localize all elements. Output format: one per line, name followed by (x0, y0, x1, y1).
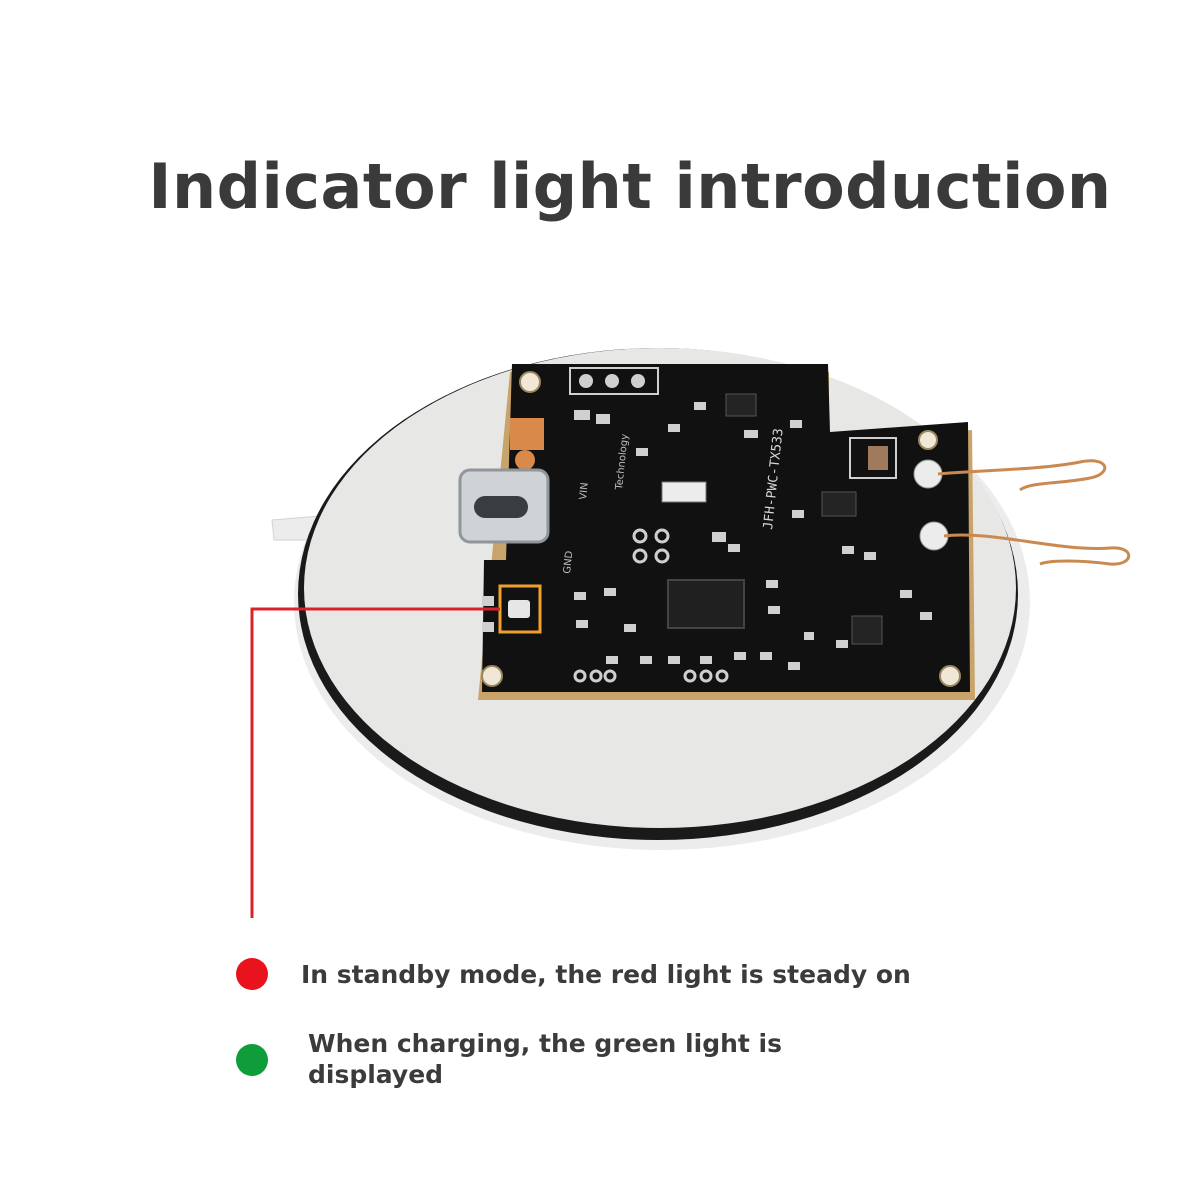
via (654, 548, 670, 564)
smd (668, 656, 680, 664)
chip (725, 393, 757, 417)
green-light-dot (236, 1044, 268, 1076)
copper-via (515, 450, 535, 470)
smd (640, 656, 652, 664)
smd (700, 656, 712, 664)
coil-wire (937, 459, 1107, 492)
smd (596, 414, 610, 424)
smd (728, 544, 740, 552)
chip (851, 615, 883, 645)
coil-solder-pad (919, 521, 949, 551)
chip (821, 491, 857, 517)
smd (788, 662, 800, 670)
smd (768, 606, 780, 614)
via (632, 528, 648, 544)
smd (624, 624, 636, 632)
smd (734, 652, 746, 660)
callout-line (250, 607, 500, 918)
mount-hole (939, 665, 961, 687)
via (573, 669, 587, 683)
usb-c-port (474, 496, 528, 518)
page-title: Indicator light introduction (148, 150, 1112, 223)
red-light-dot (236, 958, 268, 990)
mount-hole (481, 665, 503, 687)
silkscreen-vin-text: VIN (578, 482, 591, 500)
coil-solder-pad (913, 459, 943, 489)
via (603, 669, 617, 683)
legend-text-standby: In standby mode, the red light is steady… (301, 960, 911, 989)
header-outline (569, 367, 659, 395)
pad (849, 437, 897, 479)
smd (604, 588, 616, 596)
coil-wire (943, 533, 1131, 566)
smd (792, 510, 804, 518)
header-pin (631, 374, 645, 388)
smd (790, 420, 802, 428)
smd (766, 580, 778, 588)
smd (606, 656, 618, 664)
led-pad (482, 622, 494, 632)
via (699, 669, 713, 683)
silkscreen-vin: VIN (578, 482, 591, 500)
smd (900, 590, 912, 598)
resistor (661, 481, 707, 503)
smd (636, 448, 648, 456)
smd (804, 632, 814, 640)
legend-item-standby: In standby mode, the red light is steady… (236, 958, 911, 990)
smd (864, 552, 876, 560)
led-pad (482, 596, 494, 606)
header-pin (605, 374, 619, 388)
via (683, 669, 697, 683)
smd (744, 430, 758, 438)
silkscreen-gnd: GND (562, 550, 575, 574)
smd (668, 424, 680, 432)
via (715, 669, 729, 683)
capacitor (868, 446, 888, 470)
smd (920, 612, 932, 620)
smd (712, 532, 726, 542)
copper-pad (510, 418, 544, 450)
via (589, 669, 603, 683)
header-pin (579, 374, 593, 388)
smd (574, 410, 590, 420)
indicator-led (508, 600, 530, 618)
smd (842, 546, 854, 554)
smd (694, 402, 706, 410)
via (654, 528, 670, 544)
smd (576, 620, 588, 628)
mount-hole (519, 371, 541, 393)
via (632, 548, 648, 564)
legend-item-charging: When charging, the green light is displa… (236, 1028, 788, 1090)
legend-text-charging: When charging, the green light is displa… (308, 1029, 782, 1089)
silkscreen-gnd-text: GND (562, 550, 575, 574)
smd (836, 640, 848, 648)
pcb-board (482, 364, 970, 692)
smd (760, 652, 772, 660)
smd (574, 592, 586, 600)
main-mcu-chip (667, 579, 745, 629)
mount-hole (918, 430, 938, 450)
